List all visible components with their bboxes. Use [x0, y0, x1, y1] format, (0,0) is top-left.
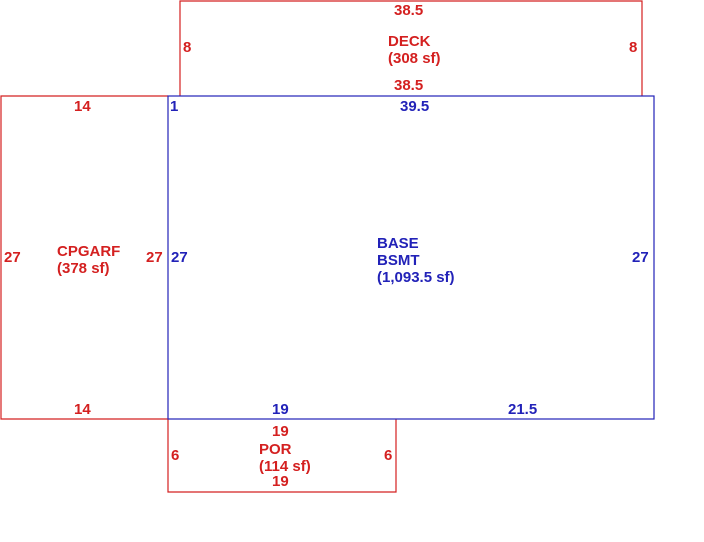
- garage-outline: [0, 95, 168, 420]
- base-dim-top: 39.5: [400, 98, 429, 115]
- porch-outline: [167, 419, 397, 493]
- deck-name: DECK: [388, 33, 431, 50]
- base-outline: [167, 95, 655, 420]
- base-dim-left: 27: [171, 249, 188, 266]
- deck-dim-bottom: 38.5: [394, 77, 423, 94]
- porch-name: POR: [259, 441, 292, 458]
- garage-name: CPGARF: [57, 243, 120, 260]
- base-dim-bottom-right: 21.5: [508, 401, 537, 418]
- base-subname: BSMT: [377, 252, 420, 269]
- base-name: BASE: [377, 235, 419, 252]
- deck-dim-left: 8: [183, 39, 191, 56]
- base-dim-corner: 1: [170, 98, 178, 115]
- garage-area: (378 sf): [57, 260, 110, 277]
- porch-dim-right: 6: [384, 447, 392, 464]
- garage-dim-left: 27: [4, 249, 21, 266]
- garage-dim-bottom: 14: [74, 401, 91, 418]
- porch-area: (114 sf): [259, 458, 311, 475]
- base-area: (1,093.5 sf): [377, 269, 455, 286]
- porch-dim-left: 6: [171, 447, 179, 464]
- deck-area: (308 sf): [388, 50, 441, 67]
- deck-outline: [179, 0, 643, 96]
- garage-dim-right: 27: [146, 249, 163, 266]
- porch-dim-top: 19: [272, 423, 289, 440]
- garage-dim-top: 14: [74, 98, 91, 115]
- base-dim-bottom-left: 19: [272, 401, 289, 418]
- deck-dim-top: 38.5: [394, 2, 423, 19]
- porch-dim-bottom: 19: [272, 473, 289, 490]
- deck-dim-right: 8: [629, 39, 637, 56]
- base-dim-right: 27: [632, 249, 649, 266]
